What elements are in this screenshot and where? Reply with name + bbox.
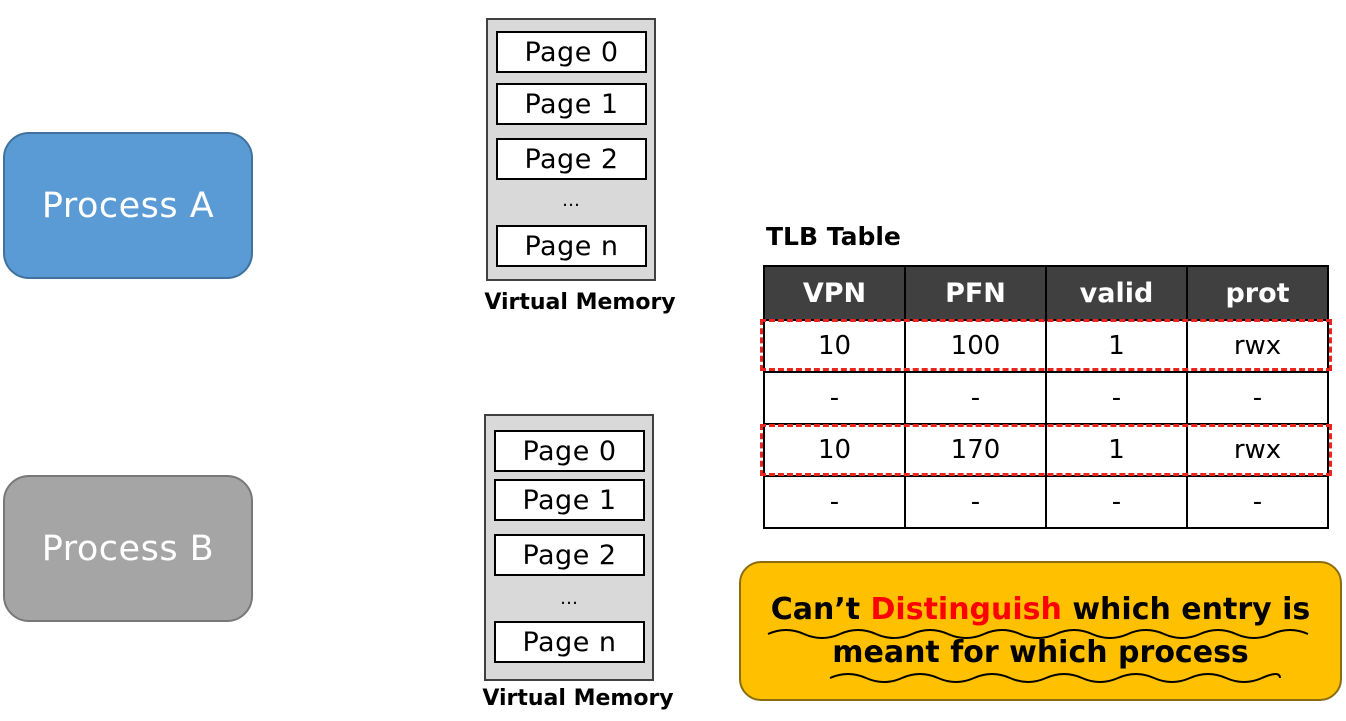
tlb-cell: -	[1186, 475, 1329, 529]
tlb-cell: -	[1186, 371, 1329, 425]
tlb-cell: -	[1045, 371, 1188, 425]
tlb-cell: -	[904, 475, 1047, 529]
process-a-box: Process A	[3, 132, 253, 279]
callout-text-post: which entry is	[1061, 592, 1311, 627]
tlb-cell: rwx	[1186, 319, 1329, 373]
tlb-table: VPN PFN valid prot 10 100 1 rwx - - - - …	[763, 265, 1329, 529]
vm-a-page-2: Page 2	[496, 138, 647, 180]
tlb-cell: -	[763, 371, 906, 425]
tlb-cell: 10	[763, 423, 906, 477]
tlb-header-pfn: PFN	[904, 265, 1047, 321]
tlb-cell: 1	[1045, 319, 1188, 373]
tlb-cell: rwx	[1186, 423, 1329, 477]
callout-line-2: meant for which process	[832, 635, 1249, 670]
tlb-row: 10 100 1 rwx	[763, 319, 1329, 373]
vm-b-ellipsis: …	[560, 588, 578, 609]
virtual-memory-b: Page 0 Page 1 Page 2 … Page n	[484, 414, 654, 681]
tlb-row: 10 170 1 rwx	[763, 423, 1329, 477]
callout-text-pre: Can’t	[770, 592, 871, 627]
tlb-row: - - - -	[763, 371, 1329, 425]
vm-b-page-0: Page 0	[494, 430, 645, 472]
tlb-header-prot: prot	[1186, 265, 1329, 321]
callout-highlight-word: Distinguish	[870, 592, 1062, 627]
tlb-cell: -	[904, 371, 1047, 425]
callout-line-1: Can’t Distinguish which entry is	[771, 588, 1311, 631]
tlb-header-row: VPN PFN valid prot	[763, 265, 1329, 321]
vm-a-page-0: Page 0	[496, 31, 647, 73]
process-b-box: Process B	[3, 475, 253, 622]
tlb-cell: -	[763, 475, 906, 529]
tlb-row: - - - -	[763, 475, 1329, 529]
vm-b-page-n: Page n	[494, 621, 645, 663]
process-b-label: Process B	[41, 528, 215, 569]
vm-a-label: Virtual Memory	[484, 290, 676, 315]
tlb-header-vpn: VPN	[763, 265, 906, 321]
vm-b-page-2: Page 2	[494, 534, 645, 576]
tlb-cell: 100	[904, 319, 1047, 373]
tlb-cell: 1	[1045, 423, 1188, 477]
tlb-cell: 10	[763, 319, 906, 373]
vm-a-page-n: Page n	[496, 225, 647, 267]
tlb-cell: 170	[904, 423, 1047, 477]
vm-b-label: Virtual Memory	[482, 686, 674, 711]
virtual-memory-a: Page 0 Page 1 Page 2 … Page n	[486, 18, 656, 281]
vm-a-ellipsis: …	[562, 190, 580, 211]
tlb-header-valid: valid	[1045, 265, 1188, 321]
callout-box: Can’t Distinguish which entry is meant f…	[739, 561, 1342, 701]
tlb-cell: -	[1045, 475, 1188, 529]
tlb-title: TLB Table	[766, 222, 901, 251]
process-a-label: Process A	[41, 185, 215, 226]
vm-b-page-1: Page 1	[494, 479, 645, 521]
vm-a-page-1: Page 1	[496, 83, 647, 125]
